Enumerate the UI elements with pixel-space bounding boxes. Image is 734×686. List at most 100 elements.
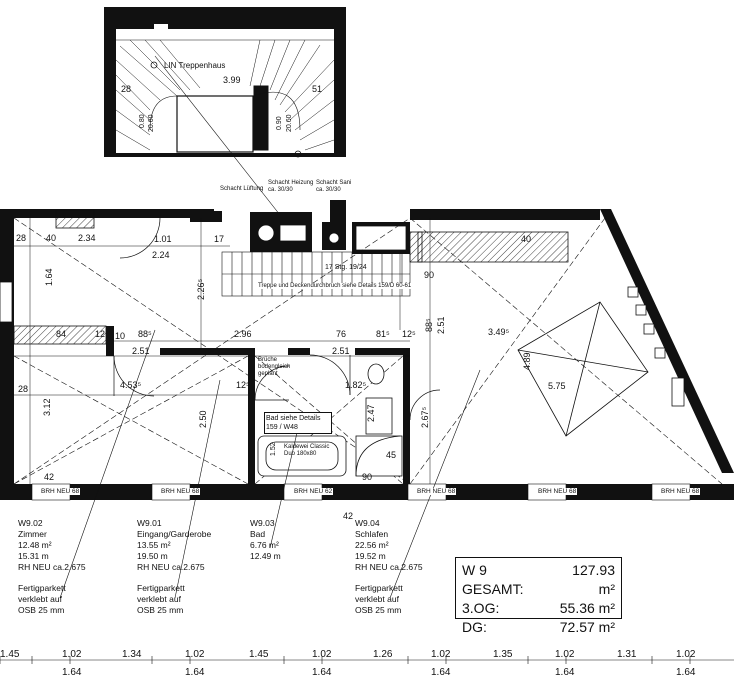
room-perimeter: 12.49 m <box>250 551 281 561</box>
dim-28-left: 28 <box>18 384 29 394</box>
door-swings <box>113 217 441 421</box>
hatched-walls <box>13 209 569 345</box>
bottom-dim: 1.02 <box>555 649 575 660</box>
room-code: W9.02 <box>18 518 43 528</box>
stair-v1-dim: 0.80 <box>139 114 146 128</box>
bottom-dim: 1.02 <box>62 649 82 660</box>
room-height: RH NEU ca.2.675 <box>355 562 423 572</box>
dim-12-5-b: 12⁵ <box>236 380 250 390</box>
skylight-outline <box>517 301 649 437</box>
room-name: Schlafen <box>355 529 389 539</box>
summary-label: DG: <box>462 619 487 635</box>
bath-detail-note: Bad siehe Details 159 / W48 <box>264 412 332 434</box>
dim-4-89: 4.89 <box>522 352 532 370</box>
dim-1-82-5: 1.82⁵ <box>345 380 367 390</box>
bottom-dim: 1.02 <box>185 649 205 660</box>
dim-42-b: 42 <box>343 511 354 521</box>
brh-label: BRH NEU 68 <box>660 488 701 495</box>
stair-width-dim: 3.99 <box>223 75 241 85</box>
bottom-dim: 1.45 <box>249 649 269 660</box>
dim-2-47: 2.47 <box>366 404 376 422</box>
bottom-dim: 1.31 <box>617 649 637 660</box>
room-name: Eingang/Garderobe <box>137 529 212 539</box>
summary-value: 72.57 m² <box>559 619 615 635</box>
floor-finish-3: OSB 25 mm <box>355 605 402 615</box>
room-code: W9.04 <box>355 518 380 528</box>
stair-right-dim: 51 <box>312 84 323 94</box>
dim-40: 40 <box>46 233 57 243</box>
summary-label: W 9 GESAMT: <box>462 562 524 597</box>
dimension-lines <box>0 218 734 661</box>
dim-1-64-left: 1.64 <box>44 268 54 286</box>
floor-finish-3: OSB 25 mm <box>18 605 65 615</box>
opening-note: Treppe und Deckendurchbruch siehe Detail… <box>258 283 412 289</box>
room-code: W9.03 <box>250 518 275 528</box>
area-summary-box: W 9 GESAMT: 127.93 m² 3.OG: 55.36 m² DG:… <box>455 557 622 635</box>
floor-finish-2: verklebt auf <box>355 594 399 604</box>
dim-88-5: 88⁵ <box>138 329 152 339</box>
dim-4-53-5: 4.53⁵ <box>120 380 142 390</box>
shaft-heating-label: Schacht Heizung ca. 30/30 <box>268 180 314 193</box>
stair-v2-dim: 20.60 <box>148 114 155 132</box>
bottom-dim-total: 1.64 <box>185 667 205 678</box>
stairwell-label: LIN Treppenhaus <box>164 61 226 70</box>
bottom-dim: 1.45 <box>0 649 20 660</box>
room-height: RH NEU ca.2.675 <box>18 562 86 572</box>
room-area: 13.55 m² <box>137 540 171 550</box>
bottom-dim-total: 1.64 <box>312 667 332 678</box>
room-height: RH NEU ca.2.675 <box>137 562 205 572</box>
dim-2-51-b: 2.51 <box>132 346 150 356</box>
dim-88-5-b: 88⁵ <box>424 318 434 332</box>
bottom-dim-ticks <box>0 656 691 664</box>
dim-45: 45 <box>386 450 397 460</box>
bottom-dim: 1.26 <box>373 649 393 660</box>
stair-v3-dim: 0.90 <box>276 116 283 130</box>
stair-left-dim: 28 <box>121 84 132 94</box>
dim-17: 17 <box>214 234 225 244</box>
dim-3-12: 3.12 <box>42 398 52 416</box>
bottom-dim: 1.35 <box>493 649 513 660</box>
bottom-dim-total: 1.64 <box>676 667 696 678</box>
room-perimeter: 15.31 m <box>18 551 49 561</box>
dim-90-b: 90 <box>362 472 373 482</box>
brh-label: BRH NEU 62 <box>293 488 334 495</box>
dim-2-51-c: 2.51 <box>332 346 350 356</box>
dim-2-34: 2.34 <box>78 233 96 243</box>
summary-value: 55.36 m² <box>559 600 615 616</box>
dim-1-52: 1.52 <box>270 442 277 456</box>
summary-row: DG: 72.57 m² <box>462 618 615 637</box>
dim-2-26: 2.26⁵ <box>196 278 206 300</box>
dim-28-top: 28 <box>16 233 27 243</box>
floor-finish-2: verklebt auf <box>137 594 181 604</box>
shafts <box>257 224 407 251</box>
dim-2-51: 2.51 <box>436 316 446 334</box>
room-label-w901: W9.01 Eingang/Garderobe 13.55 m² 19.50 m… <box>137 518 211 616</box>
floor-finish-1: Fertigparkett <box>355 583 403 593</box>
dim-10: 10 <box>115 331 126 341</box>
dim-90: 90 <box>424 270 435 280</box>
shaft-ventilation-label: Schacht Lüftung <box>220 186 264 192</box>
floor-finish-3: OSB 25 mm <box>137 605 184 615</box>
bottom-dim: 1.02 <box>312 649 332 660</box>
room-area: 22.56 m² <box>355 540 389 550</box>
room-label-w903: W9.03 Bad 6.76 m² 12.49 m <box>250 518 281 562</box>
dim-3-49-5: 3.49⁵ <box>488 327 510 337</box>
dim-2-24: 2.24 <box>152 250 170 260</box>
brh-label: BRH NEU 68 <box>537 488 578 495</box>
room-perimeter: 19.52 m <box>355 551 386 561</box>
room-name: Zimmer <box>18 529 47 539</box>
room-label-w902: W9.02 Zimmer 12.48 m² 15.31 m RH NEU ca.… <box>18 518 86 616</box>
stairwell <box>104 7 346 216</box>
dim-84: 84 <box>56 329 67 339</box>
bottom-dim: 1.34 <box>122 649 142 660</box>
dim-40-b: 40 <box>521 234 532 244</box>
room-label-w904: W9.04 Schlafen 22.56 m² 19.52 m RH NEU c… <box>355 518 423 616</box>
bottom-dim-total: 1.64 <box>431 667 451 678</box>
summary-row: 3.OG: 55.36 m² <box>462 599 615 618</box>
stair-steps-note: 17 Stg. 19/24 <box>325 264 367 271</box>
summary-row: W 9 GESAMT: 127.93 m² <box>462 561 615 599</box>
bath-fixtures <box>257 363 403 477</box>
dim-5-75: 5.75 <box>548 381 566 391</box>
tub-note: Kaldewei Classic Duo 180x80 <box>284 444 330 457</box>
